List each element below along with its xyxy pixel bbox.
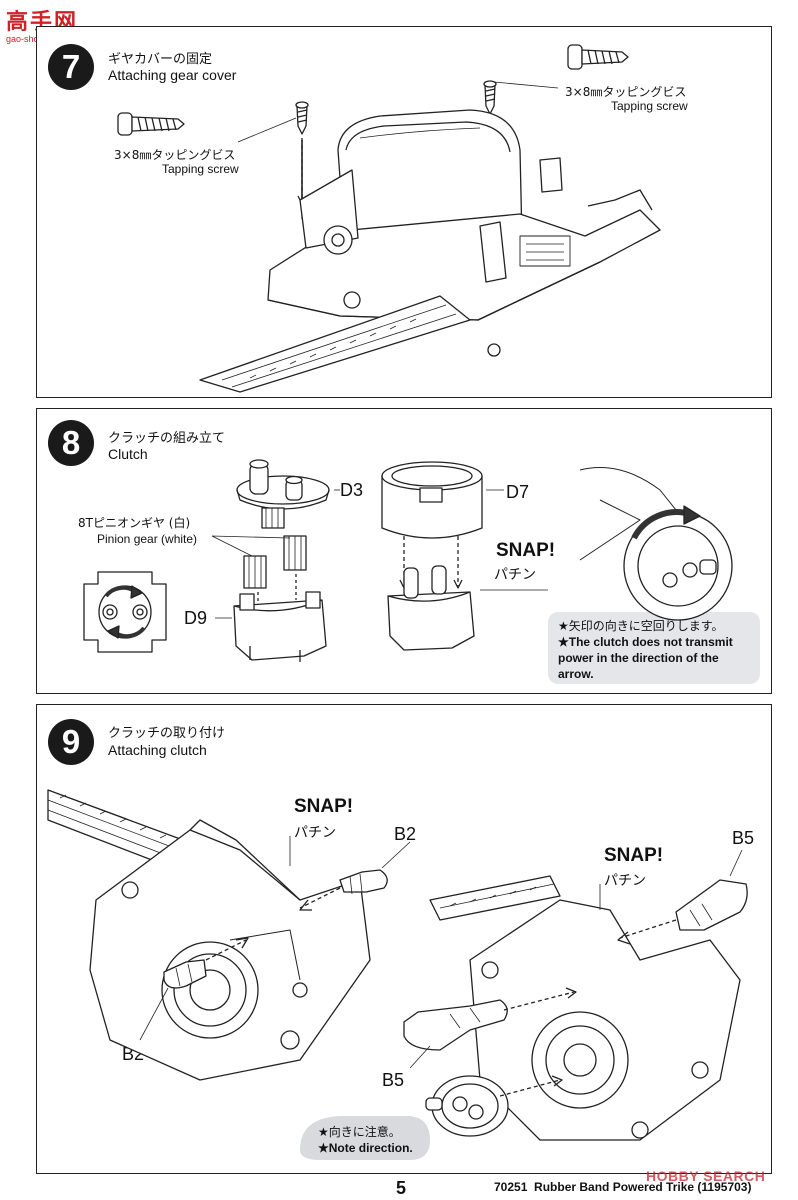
note-direction-en: ★Note direction. — [318, 1141, 413, 1155]
tapping-screw-left-icon — [117, 112, 185, 136]
site-logo-url: gao-shou.com — [6, 34, 64, 44]
part-d7-label: D7 — [506, 482, 530, 502]
part-b2-bottom-icon — [163, 959, 207, 989]
step-8-number: 8 — [48, 420, 94, 466]
part-d9-icon — [233, 591, 327, 662]
clutch-unit-icon — [425, 1075, 509, 1137]
part-d7-icon — [381, 461, 483, 539]
clutch-top-view-icon — [83, 571, 167, 653]
step-8-snap-en: SNAP! — [496, 540, 556, 561]
step-8-snap-ja: パチン — [494, 567, 536, 583]
chassis-left-icon — [89, 819, 371, 1081]
step-8-title-ja: クラッチの組み立て — [108, 431, 226, 446]
part-b5-bottom-label: B5 — [382, 1070, 405, 1090]
step-9-snap1-en: SNAP! — [294, 796, 354, 817]
step-7-screw-left-en: Tapping screw — [162, 162, 239, 176]
clutch-note-en: ★The clutch does not transmit power in t… — [558, 635, 733, 681]
step-7-title-en: Attaching gear cover — [108, 67, 237, 83]
clutch-detail-view-icon — [579, 467, 733, 621]
step-9-snap2-en: SNAP! — [604, 845, 664, 866]
step-9-title-en: Attaching clutch — [108, 742, 207, 758]
part-d3-icon — [236, 459, 330, 529]
step-7-screw-right-ja: 3×8㎜タッピングビス — [565, 85, 687, 99]
page-number: 5 — [396, 1178, 407, 1198]
step-7-screw-left-ja: 3×8㎜タッピングビス — [114, 148, 236, 162]
product-code: 70251 Rubber Band Powered Trike (1195703… — [494, 1180, 752, 1194]
clutch-note-ja: ★矢印の向きに空回りします。 — [558, 619, 724, 633]
part-b5-top-icon — [675, 879, 748, 931]
screw-vertical-right-icon — [483, 80, 497, 115]
part-d3-label: D3 — [340, 480, 364, 500]
step-7-number: 7 — [48, 44, 94, 90]
clutch-assembly-icon — [387, 565, 475, 651]
step-9-snap1-ja: パチン — [294, 825, 336, 841]
step-7-screw-right-en: Tapping screw — [611, 99, 688, 113]
pinion-gear-label-ja: 8Tピニオンギヤ (白) — [78, 516, 191, 530]
pinion-gear-label-en: Pinion gear (white) — [97, 532, 198, 546]
step-9-title-ja: クラッチの取り付け — [108, 726, 226, 741]
part-b2-top-icon — [339, 869, 388, 895]
screw-vertical-left-icon — [295, 101, 309, 135]
step-7-title-ja: ギヤカバーの固定 — [108, 52, 213, 67]
clutch-direction-note: ★矢印の向きに空回りします。 ★The clutch does not tran… — [548, 612, 760, 684]
note-direction-ja: ★向きに注意。 — [318, 1125, 401, 1139]
part-b5-top-label: B5 — [732, 828, 755, 848]
step-9-number: 9 — [48, 719, 94, 765]
note-direction: ★向きに注意。 ★Note direction. — [318, 1124, 413, 1156]
part-b5-bottom-icon — [403, 999, 508, 1051]
tapping-screw-right-icon — [567, 44, 629, 70]
note-direction-badge — [300, 1116, 430, 1160]
part-d9-label: D9 — [184, 608, 208, 628]
pinion-gear-icon — [243, 535, 307, 589]
hobbysearch-watermark: HOBBY SEARCH — [646, 1168, 766, 1184]
step-9-snap2-ja: パチン — [604, 873, 646, 889]
part-b2-top-label: B2 — [394, 824, 417, 844]
step-8-title-en: Clutch — [108, 446, 148, 462]
chassis-right-icon — [469, 899, 741, 1141]
